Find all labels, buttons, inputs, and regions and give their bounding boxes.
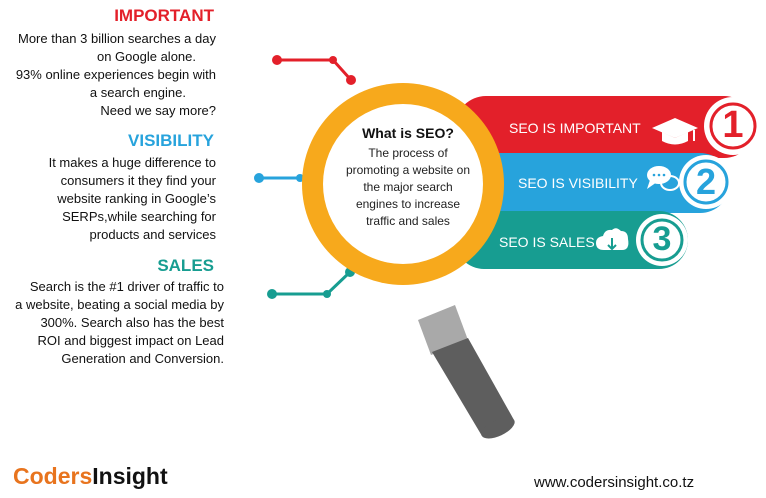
chat-bubbles-icon [647,166,680,191]
connector-important [272,55,356,85]
visibility-text: It makes a huge difference to consumers … [0,154,216,244]
sales-line: a website, beating a social media by [15,297,224,312]
heading-sales: SALES [157,256,214,275]
lens-line: The process of [368,146,448,160]
logo-coders: Coders [13,463,93,489]
lens-title: What is SEO? [362,125,454,141]
magnifier-ring [302,83,504,285]
sales-text: Search is the #1 driver of traffic to a … [0,278,224,368]
brand-logo: CodersInsight [13,463,168,490]
banner-number-1: 1 [722,104,744,146]
banner-label-sales: SEO IS SALES [499,234,595,250]
important-text: More than 3 billion searches a day on Go… [0,30,216,120]
lens-line: the major search [363,180,453,194]
visibility-line: products and services [89,227,216,242]
important-line: Need we say more? [100,103,216,118]
lens-line: engines to increase [355,197,461,211]
heading-visibility: VISIBILITY [128,131,214,150]
magnifier-handle [418,305,515,439]
banner-sales [455,211,688,269]
important-line: on Google alone. [96,49,196,64]
visibility-line: SERPs,while searching for [62,209,216,224]
banner-number-2: 2 [695,161,717,202]
sales-line: Search is the #1 driver of traffic to [29,279,224,294]
important-line: a search engine. [89,85,186,100]
visibility-line: consumers it they find your [60,173,216,188]
lens-description: The process of promoting a website on th… [333,145,483,230]
visibility-line: It makes a huge difference to [48,155,216,170]
graduation-cap-icon [652,118,698,145]
sales-line: Generation and Conversion. [61,351,224,366]
connector-sales [267,267,355,299]
important-line: More than 3 billion searches a day [17,31,216,46]
connector-visibility [254,173,304,183]
banner-number-3: 3 [652,220,672,258]
banner-label-visibility: SEO IS VISIBILITY [518,175,638,191]
important-line: 93% online experiences begin with [15,67,216,82]
sales-line: ROI and biggest impact on Lead [37,333,224,348]
lens-line: promoting a website on [345,163,471,177]
sales-line: 300%. Search also has the best [40,315,224,330]
visibility-line: website ranking in Google’s [57,191,216,206]
lens-line: traffic and sales [366,214,450,228]
banner-label-important: SEO IS IMPORTANT [509,120,641,136]
logo-insight: Insight [92,463,168,489]
website-url: www.codersinsight.co.tz [534,474,695,491]
heading-important: IMPORTANT [114,6,214,25]
cloud-download-icon [596,228,629,251]
